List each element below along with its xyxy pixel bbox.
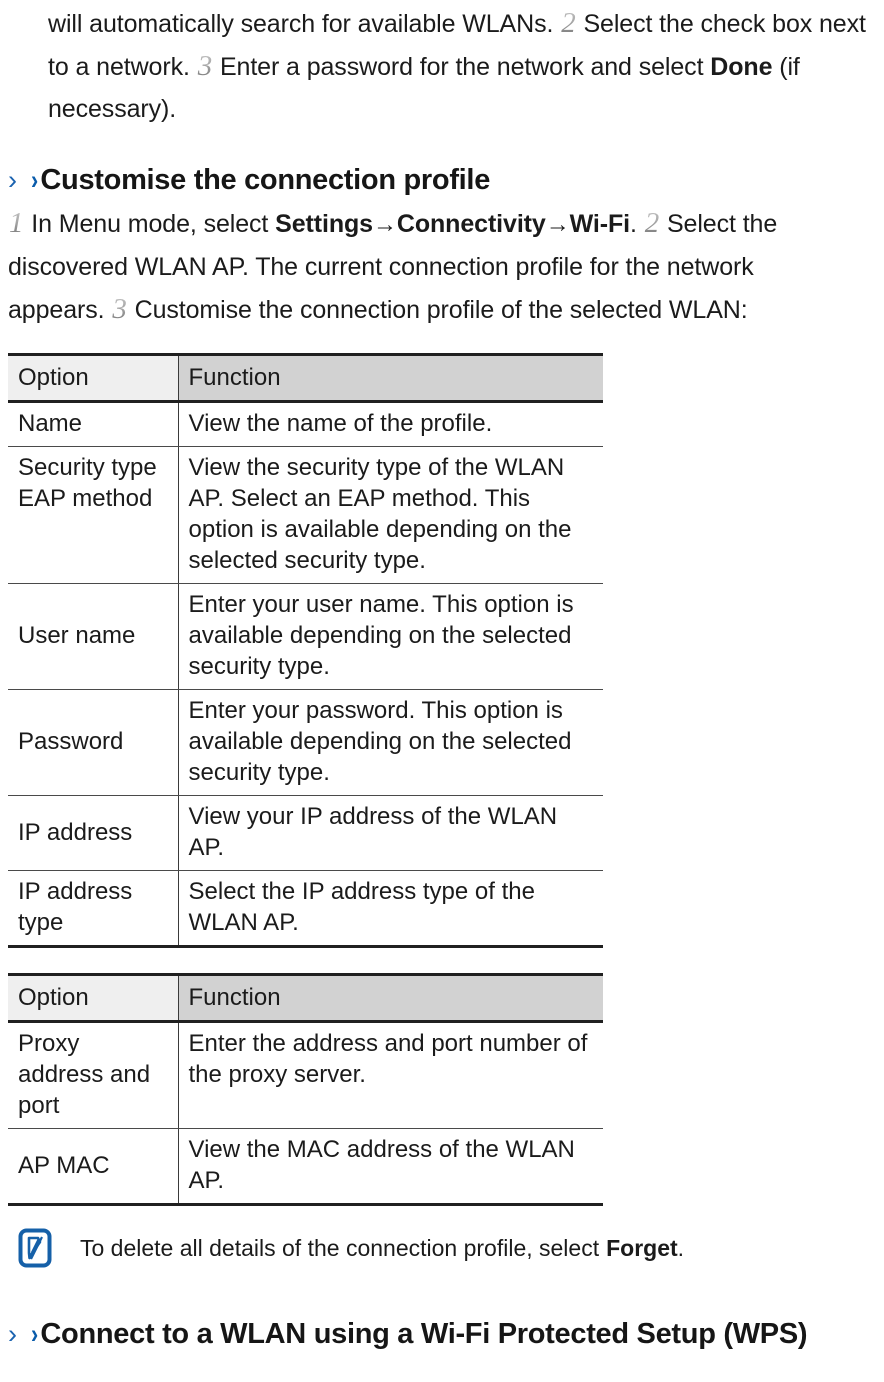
section-heading-label: Connect to a WLAN using a Wi-Fi Protecte… bbox=[40, 1318, 808, 1350]
table-header-row: Option Function bbox=[8, 353, 603, 403]
table-gap bbox=[8, 948, 876, 973]
step-number-1: 1 bbox=[9, 207, 24, 239]
steps-paragraph: 1 In Menu mode, select Settings→Connecti… bbox=[8, 200, 876, 331]
note-text-pre: To delete all details of the connection … bbox=[80, 1235, 600, 1261]
table-cell-option: User name bbox=[8, 583, 179, 690]
menu-path-connectivity: Connectivity bbox=[396, 210, 546, 238]
table-cell-function: View your IP address of the WLAN AP. bbox=[178, 795, 603, 871]
step2-text: Select the discovered WLAN AP. The curre… bbox=[8, 210, 778, 324]
table-cell-option: IP address bbox=[8, 795, 179, 871]
table-cell-function: View the security type of the WLAN AP. S… bbox=[178, 446, 603, 584]
step1-post-text: . bbox=[629, 210, 637, 238]
table-cell-option: Name bbox=[8, 401, 179, 447]
step1-pre-text: In Menu mode, select bbox=[31, 210, 269, 238]
table-cell-function: View the MAC address of the WLAN AP. bbox=[178, 1128, 603, 1206]
options-table-1-wrapper: Option Function Name View the name of th… bbox=[8, 353, 876, 948]
column-header-function: Function bbox=[178, 353, 603, 403]
chevron-right-outer-icon: › bbox=[8, 165, 17, 195]
intro-paragraph: will automatically search for available … bbox=[8, 0, 876, 130]
table-header-row: Option Function bbox=[8, 973, 603, 1023]
column-header-function: Function bbox=[178, 973, 603, 1023]
arrow-right-icon-2: → bbox=[545, 211, 570, 238]
note-callout: To delete all details of the connection … bbox=[8, 1228, 876, 1268]
table-row: Proxy address and port Enter the address… bbox=[8, 1021, 603, 1129]
intro-bold-term-done: Done bbox=[710, 53, 773, 81]
column-header-option: Option bbox=[8, 973, 179, 1023]
menu-path-wifi: Wi-Fi bbox=[569, 210, 630, 238]
table-row: IP address type Select the IP address ty… bbox=[8, 870, 603, 948]
table-cell-function: Select the IP address type of the WLAN A… bbox=[178, 870, 603, 948]
intro-text-part3: Enter a password for the network and sel… bbox=[219, 53, 704, 81]
table-cell-function: View the name of the profile. bbox=[178, 401, 603, 447]
arrow-right-icon-1: → bbox=[372, 211, 397, 238]
table-row: Name View the name of the profile. bbox=[8, 401, 603, 447]
table-cell-option: Password bbox=[8, 689, 179, 796]
section-heading-wps: ››Connect to a WLAN using a Wi-Fi Protec… bbox=[8, 1314, 876, 1354]
spacer bbox=[8, 1268, 876, 1314]
table-cell-option: Proxy address and port bbox=[8, 1021, 179, 1129]
table-row: IP address View your IP address of the W… bbox=[8, 795, 603, 871]
options-table-1: Option Function Name View the name of th… bbox=[8, 353, 603, 948]
step-number-2b: 2 bbox=[644, 207, 660, 239]
section-heading-label: Customise the connection profile bbox=[40, 164, 491, 196]
table-cell-option: Security type EAP method bbox=[8, 446, 179, 584]
chevron-right-inner-icon: › bbox=[30, 165, 38, 195]
intro-text-part2: Select the check box next to a network. bbox=[48, 10, 866, 81]
table-cell-option: AP MAC bbox=[8, 1128, 179, 1206]
step3-text: Customise the connection profile of the … bbox=[134, 296, 748, 324]
menu-path-settings: Settings bbox=[275, 210, 373, 238]
table-cell-function: Enter your password. This option is avai… bbox=[178, 689, 603, 796]
intro-text-part4: (if necessary). bbox=[48, 53, 800, 123]
table-row: User name Enter your user name. This opt… bbox=[8, 583, 603, 690]
intro-text-part1: will automatically search for available … bbox=[48, 10, 554, 38]
step-number-3b: 3 bbox=[112, 293, 127, 325]
step-number-2: 2 bbox=[561, 7, 576, 39]
table-row: AP MAC View the MAC address of the WLAN … bbox=[8, 1128, 603, 1206]
section-heading-customise-profile: ››Customise the connection profile bbox=[8, 160, 876, 200]
table-cell-option: IP address type bbox=[8, 870, 179, 948]
table-row: Security type EAP method View the securi… bbox=[8, 446, 603, 584]
note-pen-icon bbox=[18, 1228, 52, 1268]
table-cell-function: Enter the address and port number of the… bbox=[178, 1021, 603, 1129]
note-text-post: . bbox=[677, 1235, 685, 1261]
table-cell-function: Enter your user name. This option is ava… bbox=[178, 583, 603, 690]
table-row: Password Enter your password. This optio… bbox=[8, 689, 603, 796]
options-table-2: Option Function Proxy address and port E… bbox=[8, 973, 603, 1206]
chevron-right-outer-icon: › bbox=[8, 1319, 17, 1349]
chevron-right-inner-icon: › bbox=[30, 1319, 38, 1349]
note-text: To delete all details of the connection … bbox=[80, 1233, 684, 1263]
column-header-option: Option bbox=[8, 353, 179, 403]
step-number-3: 3 bbox=[197, 50, 213, 82]
options-table-2-wrapper: Option Function Proxy address and port E… bbox=[8, 973, 876, 1206]
note-bold-term-forget: Forget bbox=[606, 1235, 678, 1261]
